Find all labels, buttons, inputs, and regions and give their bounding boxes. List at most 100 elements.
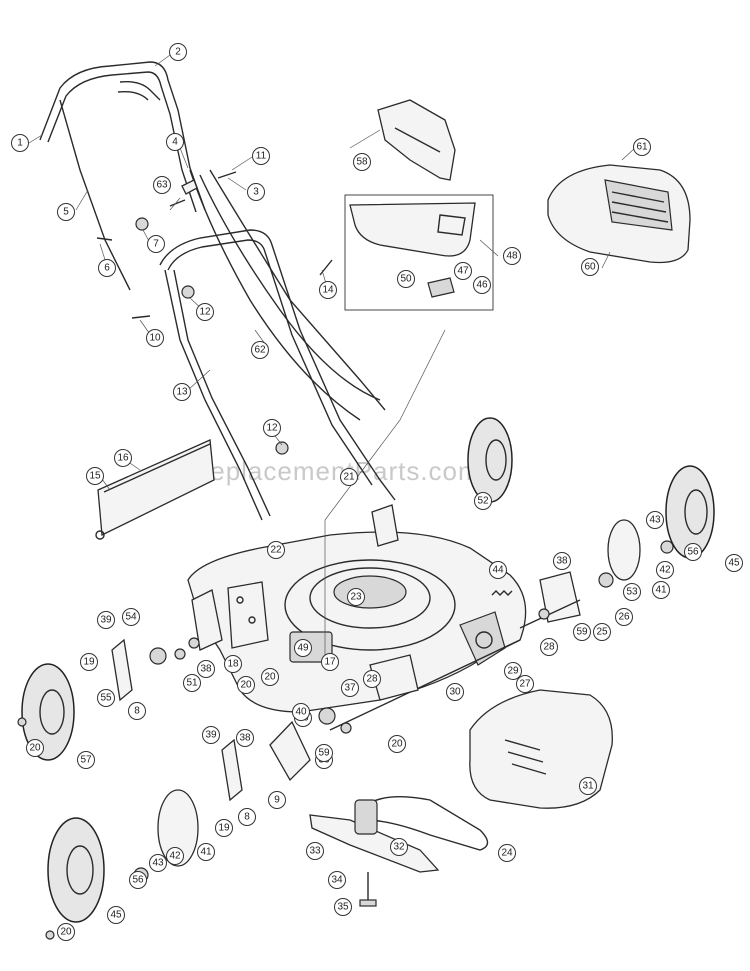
deck-rear-bracket-left: [227, 581, 269, 649]
front-wheel-right: [665, 465, 715, 559]
callout-label: 38: [556, 556, 568, 567]
callout-label: 7: [153, 239, 159, 250]
callout-c34: 34: [328, 871, 346, 889]
callout-circle: [516, 675, 534, 693]
grass-bag: [349, 202, 476, 257]
callout-label: 33: [309, 846, 321, 857]
drive-belt: [359, 795, 489, 851]
callout-circle: [334, 898, 352, 916]
callout-label: 2: [175, 47, 181, 58]
callout-circle: [504, 662, 522, 680]
callout-label: 4: [172, 137, 178, 148]
callout-circle: [319, 281, 337, 299]
callout-c46: 46: [473, 276, 491, 294]
blade: [309, 799, 440, 873]
callout-circle: [57, 203, 75, 221]
callout-c22: 22: [267, 541, 285, 559]
callout-label: 1: [17, 138, 23, 149]
callout-label: 12: [199, 307, 211, 318]
callout-circle: [251, 341, 269, 359]
callout-label: 8: [134, 706, 140, 717]
callout-label: 20: [391, 739, 403, 750]
callout-circle: [294, 639, 312, 657]
callout-label: 43: [649, 515, 661, 526]
callout-c52: 52: [474, 492, 492, 510]
callout-c8b: 8: [238, 808, 256, 826]
callout-c20c: 20: [261, 668, 279, 686]
callout-circle: [153, 176, 171, 194]
callout-circle: [347, 588, 365, 606]
callout-c48: 48: [503, 247, 521, 265]
callout-label: 43: [152, 858, 164, 869]
callout-circle: [202, 726, 220, 744]
callout-circle: [224, 655, 242, 673]
callout-c12b: 12: [263, 419, 281, 437]
callout-label: 62: [254, 345, 266, 356]
belt-cover: [469, 689, 613, 809]
callout-circle: [247, 183, 265, 201]
callout-circle: [321, 653, 339, 671]
callout-label: 40: [295, 707, 307, 718]
callout-c27: 27: [516, 675, 534, 693]
callout-label: 63: [156, 180, 168, 191]
callout-circle: [268, 791, 286, 809]
callout-label: 31: [582, 781, 594, 792]
callout-label: 28: [366, 674, 378, 685]
callout-label: 16: [117, 453, 129, 464]
control-bail: [117, 80, 161, 101]
callout-label: 32: [393, 842, 405, 853]
callout-label: 38: [239, 733, 251, 744]
callout-circle: [57, 923, 75, 941]
callout-circle: [169, 43, 187, 61]
callout-label: 52: [477, 496, 489, 507]
callout-label: 5: [63, 207, 69, 218]
callout-c62: 62: [251, 341, 269, 359]
callout-c31: 31: [579, 777, 597, 795]
callout-circle: [390, 838, 408, 856]
mower-deck: [187, 531, 527, 713]
handle-knob-7: [135, 217, 149, 231]
handle-bolts: [96, 171, 333, 319]
callout-c56a: 56: [684, 543, 702, 561]
callout-circle: [503, 247, 521, 265]
callout-circle: [397, 270, 415, 288]
callout-label: 25: [596, 627, 608, 638]
callout-label: 48: [506, 251, 518, 262]
callout-circle: [129, 871, 147, 889]
callout-label: 41: [200, 847, 212, 858]
grass-bag-group-box: [344, 194, 494, 311]
callout-circle: [725, 554, 743, 572]
front-wheel-left: [47, 817, 105, 923]
callout-label: 10: [149, 333, 161, 344]
callout-c4: 4: [166, 133, 184, 151]
callout-c57: 57: [77, 751, 95, 769]
callout-label: 30: [449, 687, 461, 698]
callout-circle: [615, 608, 633, 626]
callout-c45b: 45: [107, 906, 125, 924]
callout-circle: [166, 847, 184, 865]
callout-circle: [166, 133, 184, 151]
callout-circle: [98, 259, 116, 277]
callout-c8a: 8: [128, 702, 146, 720]
callout-label: 49: [297, 643, 309, 654]
callout-circle: [292, 703, 310, 721]
callout-circle: [473, 276, 491, 294]
callout-label: 19: [83, 657, 95, 668]
callout-c35: 35: [334, 898, 352, 916]
callout-label: 54: [125, 612, 137, 623]
callout-label: 50: [400, 274, 412, 285]
callout-circle: [197, 843, 215, 861]
callout-c32: 32: [390, 838, 408, 856]
callout-label: 13: [176, 387, 188, 398]
callout-c55: 55: [97, 689, 115, 707]
callout-circle: [149, 854, 167, 872]
callout-c60: 60: [581, 258, 599, 276]
callout-circle: [26, 739, 44, 757]
callout-c58: 58: [353, 153, 371, 171]
callout-c20e: 20: [57, 923, 75, 941]
callout-label: 58: [356, 157, 368, 168]
callout-c43a: 43: [646, 511, 664, 529]
callout-c59b: 59: [315, 744, 333, 762]
callout-c41a: 41: [652, 581, 670, 599]
